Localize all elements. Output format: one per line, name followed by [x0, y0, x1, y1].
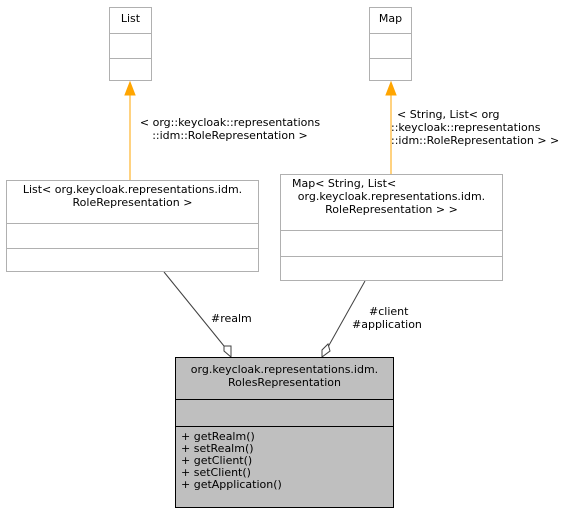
title-line: Map< String, List< — [292, 177, 397, 190]
title-line: List< org.keycloak.representations.idm. — [22, 183, 243, 196]
class-list-title: List — [110, 8, 151, 33]
client-aggregation-diamond — [321, 343, 331, 358]
title-line: org.keycloak.representations.idm. — [297, 190, 486, 203]
realm-role-label: #realm — [211, 312, 252, 325]
class-list-role-representation-attributes — [7, 223, 258, 248]
title-line: RolesRepresentation — [228, 376, 341, 389]
title-line: RoleRepresentation > > — [325, 203, 458, 216]
map-template-arrowhead — [385, 80, 397, 96]
class-map-attributes — [370, 33, 411, 58]
operation-get-application[interactable]: + getApplication() — [181, 478, 282, 491]
label-line: #client — [369, 305, 409, 318]
class-roles-representation-operations: + getRealm() + setRealm() + getClient() … — [176, 426, 393, 507]
class-map-role-representation-title: Map< String, List< org.keycloak.represen… — [281, 175, 502, 230]
class-list-role-representation[interactable]: List< org.keycloak.representations.idm. … — [6, 180, 259, 272]
class-list[interactable]: List — [109, 7, 152, 81]
map-template-label: < String, List< org ::keycloak::represen… — [391, 108, 559, 147]
client-role-label: #client #application — [352, 305, 422, 331]
class-list-operations — [110, 58, 151, 80]
title-line: RoleRepresentation > — [72, 196, 193, 209]
title-line: org.keycloak.representations.idm. — [190, 363, 379, 376]
operation-get-realm[interactable]: + getRealm() — [181, 430, 255, 443]
operation-set-client[interactable]: + setClient() — [181, 466, 251, 479]
title-line: List — [120, 12, 141, 25]
label-line: ::keycloak::representations — [391, 121, 541, 134]
realm-association-edge — [163, 271, 225, 347]
label-line: #realm — [211, 312, 252, 325]
class-list-role-representation-title: List< org.keycloak.representations.idm. … — [7, 181, 258, 223]
operation-get-client[interactable]: + getClient() — [181, 454, 253, 467]
title-line: Map — [378, 12, 403, 25]
list-template-arrowhead — [124, 80, 136, 96]
class-map-role-representation[interactable]: Map< String, List< org.keycloak.represen… — [280, 174, 503, 281]
class-map-role-representation-operations — [281, 256, 502, 280]
class-roles-representation-attributes — [176, 399, 393, 426]
class-map-operations — [370, 58, 411, 80]
label-line: < org::keycloak::representations — [139, 116, 321, 129]
label-line: ::idm::RoleRepresentation > > — [391, 134, 560, 147]
class-list-role-representation-operations — [7, 248, 258, 271]
realm-aggregation-diamond — [223, 345, 232, 359]
class-map-title: Map — [370, 8, 411, 33]
class-roles-representation-title: org.keycloak.representations.idm. RolesR… — [176, 358, 393, 399]
label-line: #application — [352, 318, 422, 331]
label-line: ::idm::RoleRepresentation > — [152, 129, 308, 142]
operation-set-realm[interactable]: + setRealm() — [181, 442, 254, 455]
client-association-edge — [327, 280, 366, 348]
class-roles-representation[interactable]: org.keycloak.representations.idm. RolesR… — [175, 357, 394, 508]
class-list-attributes — [110, 33, 151, 58]
class-map-role-representation-attributes — [281, 230, 502, 256]
class-map[interactable]: Map — [369, 7, 412, 81]
label-line: < String, List< org — [397, 108, 500, 121]
list-template-label: < org::keycloak::representations ::idm::… — [132, 116, 328, 142]
